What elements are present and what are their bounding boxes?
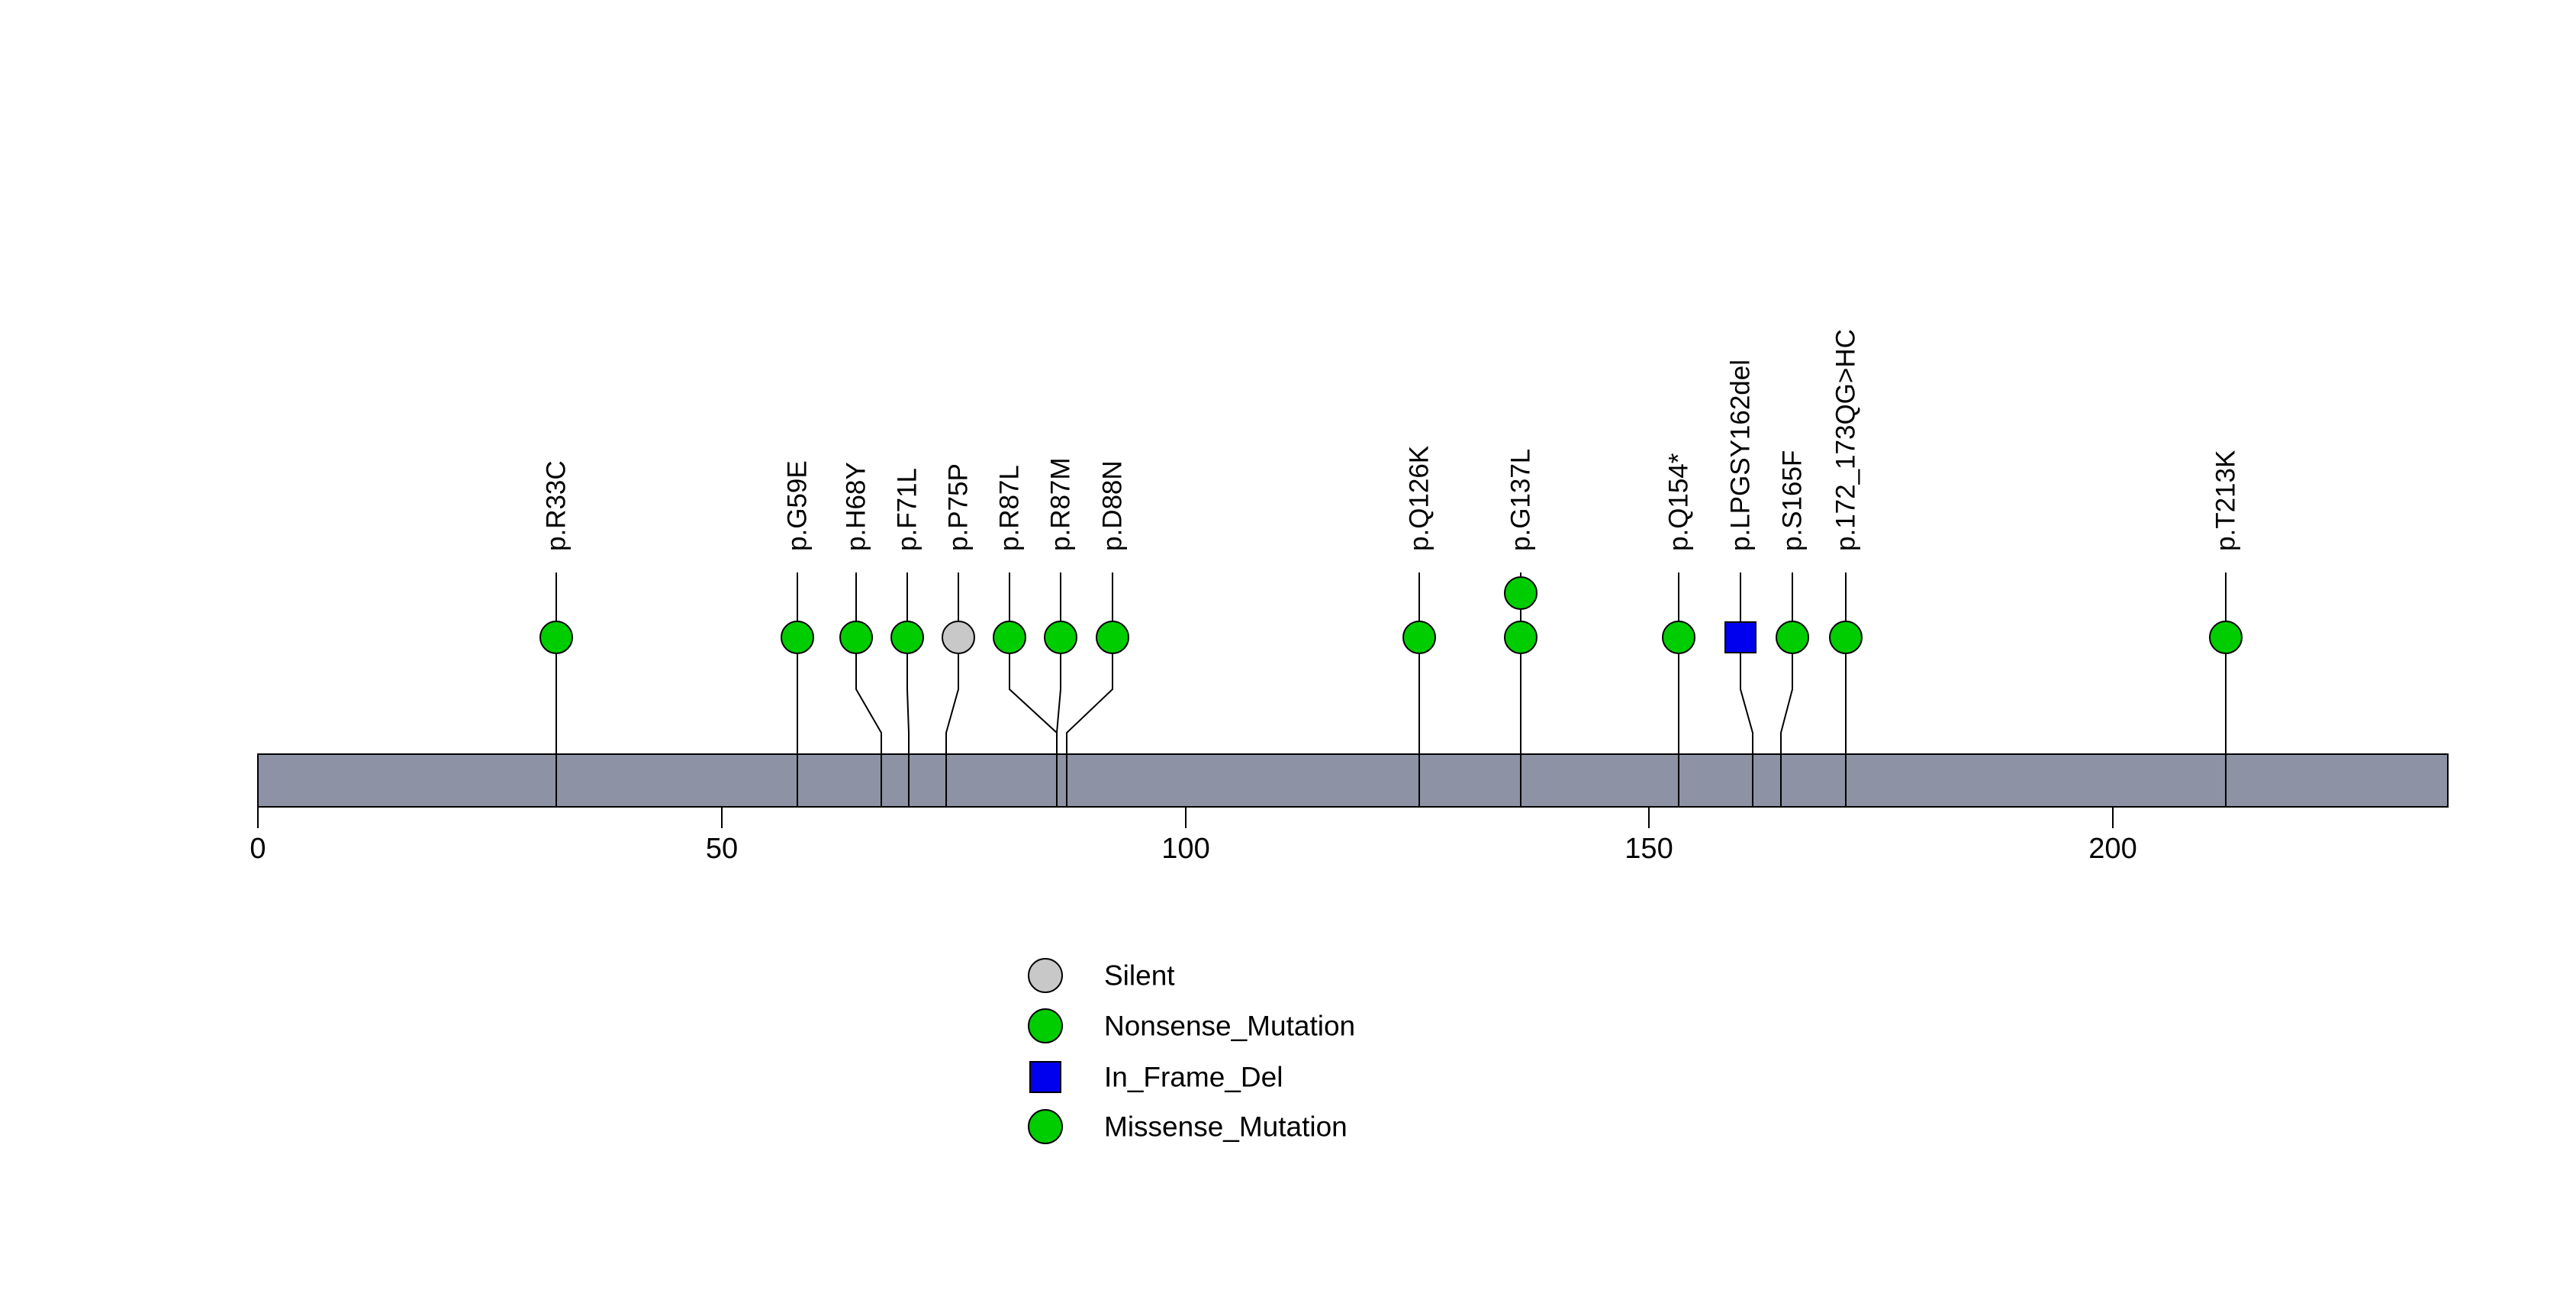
mutation-marker-circle bbox=[942, 621, 975, 654]
mutation-marker-circle bbox=[1096, 621, 1129, 654]
mutation-marker-circle bbox=[890, 621, 924, 654]
mutation-label: p.R87L bbox=[995, 465, 1025, 551]
mutation-marker-circle bbox=[1504, 621, 1538, 654]
axis-tick-label: 200 bbox=[2088, 833, 2136, 865]
legend-item: Nonsense_Mutation bbox=[1028, 1008, 1355, 1043]
legend-item: In_Frame_Del bbox=[1029, 1061, 1283, 1093]
mutation-p.R33C: p.R33C bbox=[539, 460, 573, 806]
mutation-label: p.S165F bbox=[1778, 450, 1808, 551]
legend-item-label: Silent bbox=[1104, 960, 1175, 992]
mutation-p.G137L: p.G137L bbox=[1504, 449, 1538, 806]
mutation-p.R87M: p.R87M bbox=[1044, 457, 1077, 806]
mutation-p.G59E: p.G59E bbox=[781, 460, 814, 806]
legend-item-label: In_Frame_Del bbox=[1104, 1062, 1283, 1093]
mutation-p.F71L: p.F71L bbox=[890, 468, 924, 806]
mutation-label: p.172_173QG>HC bbox=[1831, 329, 1861, 551]
mutation-marker-circle bbox=[2209, 621, 2243, 654]
legend-marker-circle bbox=[1028, 958, 1063, 993]
axis-tick-label: 100 bbox=[1161, 833, 1209, 865]
mutation-p.S165F: p.S165F bbox=[1776, 450, 1809, 806]
legend-item: Missense_Mutation bbox=[1028, 1109, 1348, 1144]
mutation-label: p.G59E bbox=[783, 460, 813, 551]
x-axis: 0 50 100 150 200 bbox=[250, 807, 2137, 865]
mutation-label: p.H68Y bbox=[842, 462, 871, 551]
mutation-label: p.Q154* bbox=[1664, 453, 1694, 551]
legend: SilentNonsense_MutationIn_Frame_DelMisse… bbox=[1028, 958, 1355, 1144]
mutation-label: p.Q126K bbox=[1405, 446, 1435, 551]
legend-item-label: Nonsense_Mutation bbox=[1104, 1011, 1355, 1042]
mutations: p.R33C p.G59E p.H68Y p.F71L p.P75P p.R87L p.R8… bbox=[539, 329, 2243, 806]
mutation-marker-circle bbox=[1829, 621, 1863, 654]
mutation-label: p.R33C bbox=[542, 460, 572, 551]
legend-marker-circle bbox=[1028, 1008, 1063, 1043]
mutation-p.T213K: p.T213K bbox=[2209, 450, 2243, 806]
protein-bar bbox=[257, 753, 2449, 808]
mutation-marker-circle bbox=[1402, 621, 1436, 654]
mutation-marker-square bbox=[1724, 621, 1757, 653]
mutation-label: p.D88N bbox=[1098, 460, 1128, 551]
mutation-marker-circle bbox=[1776, 621, 1809, 654]
mutation-p.Q154*: p.Q154* bbox=[1662, 453, 1695, 806]
mutation-p.Q126K: p.Q126K bbox=[1402, 446, 1436, 806]
mutation-p.P75P: p.P75P bbox=[942, 463, 975, 806]
mutation-label: p.R87M bbox=[1046, 457, 1076, 551]
legend-item: Silent bbox=[1028, 958, 1175, 993]
axis-tick-label: 150 bbox=[1624, 833, 1673, 865]
mutation-p.H68Y: p.H68Y bbox=[839, 462, 882, 806]
mutation-marker-circle bbox=[1044, 621, 1077, 654]
mutation-marker-circle bbox=[539, 621, 573, 654]
mutation-label: p.F71L bbox=[893, 468, 923, 551]
legend-marker-square bbox=[1029, 1061, 1061, 1093]
legend-marker-circle bbox=[1028, 1109, 1063, 1144]
mutation-marker-circle bbox=[993, 621, 1026, 654]
mutation-label: p.P75P bbox=[944, 463, 974, 551]
axis-tick-label: 0 bbox=[250, 833, 266, 865]
mutation-marker-circle bbox=[781, 621, 814, 654]
mutation-label: p.LPGSY162del bbox=[1726, 360, 1756, 551]
mutation-p.LPGSY162del: p.LPGSY162del bbox=[1724, 360, 1757, 806]
mutation-p.D88N: p.D88N bbox=[1066, 460, 1129, 806]
mutation-label: p.G137L bbox=[1506, 449, 1536, 551]
mutation-marker-circle bbox=[839, 621, 873, 654]
mutation-marker-circle bbox=[1504, 576, 1538, 610]
axis-tick-label: 50 bbox=[706, 833, 738, 865]
mutation-p.172_173QG>HC: p.172_173QG>HC bbox=[1829, 329, 1863, 806]
mutation-label: p.T213K bbox=[2211, 450, 2241, 551]
mutation-marker-circle bbox=[1662, 621, 1695, 654]
legend-item-label: Missense_Mutation bbox=[1104, 1111, 1348, 1143]
